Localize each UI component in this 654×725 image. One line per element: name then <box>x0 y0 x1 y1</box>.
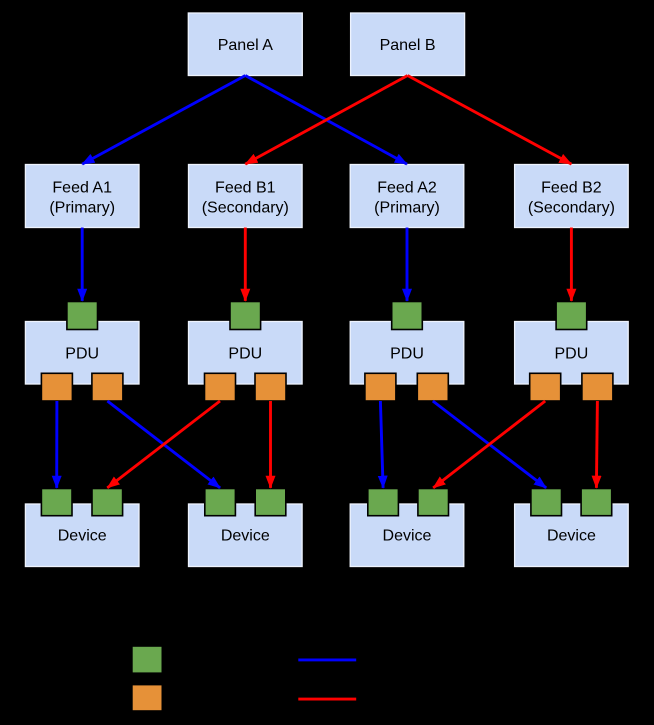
svg-text:(Primary): (Primary) <box>49 200 115 217</box>
svg-text:(Secondary): (Secondary) <box>528 200 615 217</box>
svg-text:PDU: PDU <box>390 345 424 362</box>
svg-text:PDU: PDU <box>555 345 589 362</box>
svg-text:(Secondary): (Secondary) <box>202 200 289 217</box>
svg-text:Device: Device <box>547 528 596 545</box>
svg-text:Device: Device <box>221 528 270 545</box>
svg-text:Feed B1: Feed B1 <box>215 180 276 197</box>
svg-text:Feed A2: Feed A2 <box>377 180 437 197</box>
svg-text:(Primary): (Primary) <box>374 200 440 217</box>
svg-text:PDU: PDU <box>65 345 99 362</box>
svg-text:PDU: PDU <box>228 345 262 362</box>
svg-text:Feed B2: Feed B2 <box>541 180 602 197</box>
svg-text:Panel A: Panel A <box>218 37 273 54</box>
svg-text:Feed A1: Feed A1 <box>52 180 112 197</box>
svg-text:Panel B: Panel B <box>380 37 436 54</box>
svg-text:Device: Device <box>58 528 107 545</box>
svg-text:Device: Device <box>383 528 432 545</box>
